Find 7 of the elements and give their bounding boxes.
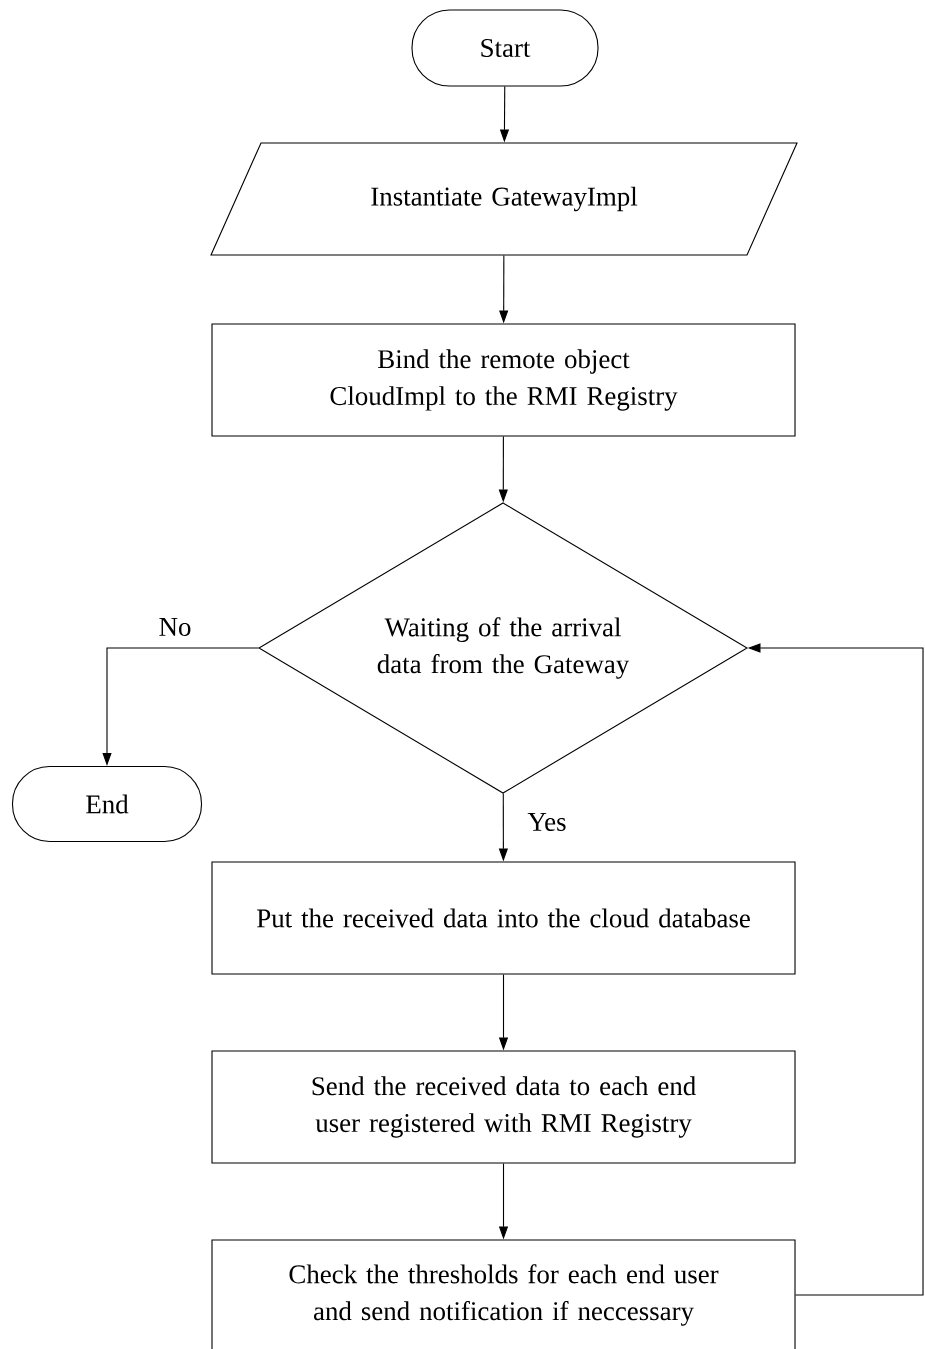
- process-box: Check the thresholds for each end user and send notification if neccessary: [211, 1239, 796, 1349]
- process-box: Put the received data into the cloud database: [211, 861, 796, 975]
- process-box: Send the received data to each end user registered with RMI Registry: [211, 1050, 796, 1164]
- edge-label: No: [157, 617, 193, 637]
- process-box: Bind the remote object CloudImpl to the RMI Registry: [211, 323, 796, 437]
- edge-label: Yes: [526, 812, 568, 832]
- input-parallelogram: Instantiate GatewayImpl: [210, 142, 798, 256]
